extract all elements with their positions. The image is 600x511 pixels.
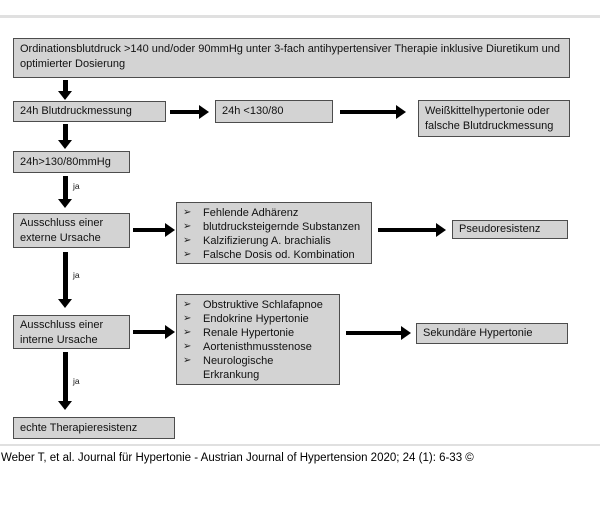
arrow-right-icon: [340, 105, 406, 119]
exclude-external-box: Ausschluss einer externe Ursache: [13, 213, 130, 248]
list-item: ➢ Fehlende Adhärenz: [183, 206, 367, 220]
bottom-divider: [0, 444, 600, 446]
arrow-right-icon: [133, 223, 175, 237]
white-coat-box: Weißkittelhypertonie oder falsche Blutdr…: [418, 100, 570, 137]
citation: Weber T, et al. Journal für Hypertonie -…: [1, 452, 474, 464]
external-causes-list: ➢ Fehlende Adhärenz ➢ blutdrucksteigernd…: [176, 202, 372, 264]
list-item: ➢ Aortenisthmusstenose: [183, 340, 335, 354]
list-item-label: Fehlende Adhärenz: [203, 207, 299, 219]
list-item-label: blutdrucksteigernde Substanzen: [203, 221, 361, 233]
abpm-elevated-box: 24h>130/80mmHg: [13, 151, 130, 173]
list-item: ➢ Falsche Dosis od. Kombination: [183, 248, 367, 262]
list-item-label: Kalzifizierung A. brachialis: [203, 235, 331, 247]
entry-criteria-box: Ordinationsblutdruck >140 und/oder 90mmH…: [13, 38, 570, 78]
arrowhead-bullet-icon: ➢: [183, 355, 192, 366]
abpm-box: 24h Blutdruckmessung: [13, 101, 166, 122]
arrowhead-bullet-icon: ➢: [183, 221, 192, 232]
true-resistance-box: echte Therapieresistenz: [13, 417, 175, 439]
list-item: ➢ Endokrine Hypertonie: [183, 312, 335, 326]
arrow-down-icon: [58, 176, 72, 208]
arrow-right-icon: [133, 325, 175, 339]
arrow-right-icon: [170, 105, 209, 119]
list-item-label: Neurologische Erkrankung: [203, 355, 274, 381]
arrowhead-bullet-icon: ➢: [183, 313, 192, 324]
arrow-right-icon: [378, 223, 446, 237]
list-item-label: Falsche Dosis od. Kombination: [203, 249, 355, 261]
list-item: ➢ Renale Hypertonie: [183, 326, 335, 340]
arrowhead-bullet-icon: ➢: [183, 235, 192, 246]
list-item: ➢ Kalzifizierung A. brachialis: [183, 234, 367, 248]
arrowhead-bullet-icon: ➢: [183, 327, 192, 338]
internal-causes-list: ➢ Obstruktive Schlafapnoe ➢ Endokrine Hy…: [176, 294, 340, 385]
list-item-label: Obstruktive Schlafapnoe: [203, 299, 323, 311]
arrow-down-icon: [58, 352, 72, 410]
arrowhead-bullet-icon: ➢: [183, 299, 192, 310]
exclude-internal-box: Ausschluss einer interne Ursache: [13, 315, 130, 349]
secondary-hypertension-box: Sekundäre Hypertonie: [416, 323, 568, 344]
top-divider: [0, 15, 600, 18]
pseudoresistance-box: Pseudoresistenz: [452, 220, 568, 239]
list-item: ➢ blutdrucksteigernde Substanzen: [183, 220, 367, 234]
yes-label: ja: [73, 376, 80, 386]
list-item-label: Renale Hypertonie: [203, 327, 295, 339]
list-item: ➢ Neurologische Erkrankung: [183, 354, 335, 382]
abpm-normal-box: 24h <130/80: [215, 100, 333, 123]
arrow-down-icon: [58, 124, 72, 149]
arrowhead-bullet-icon: ➢: [183, 207, 192, 218]
arrow-right-icon: [346, 326, 411, 340]
list-item-label: Endokrine Hypertonie: [203, 313, 309, 325]
arrowhead-bullet-icon: ➢: [183, 249, 192, 260]
arrow-down-icon: [58, 252, 72, 308]
list-item: ➢ Obstruktive Schlafapnoe: [183, 298, 335, 312]
arrow-down-icon: [58, 80, 72, 100]
yes-label: ja: [73, 181, 80, 191]
yes-label: ja: [73, 270, 80, 280]
arrowhead-bullet-icon: ➢: [183, 341, 192, 352]
list-item-label: Aortenisthmusstenose: [203, 341, 312, 353]
